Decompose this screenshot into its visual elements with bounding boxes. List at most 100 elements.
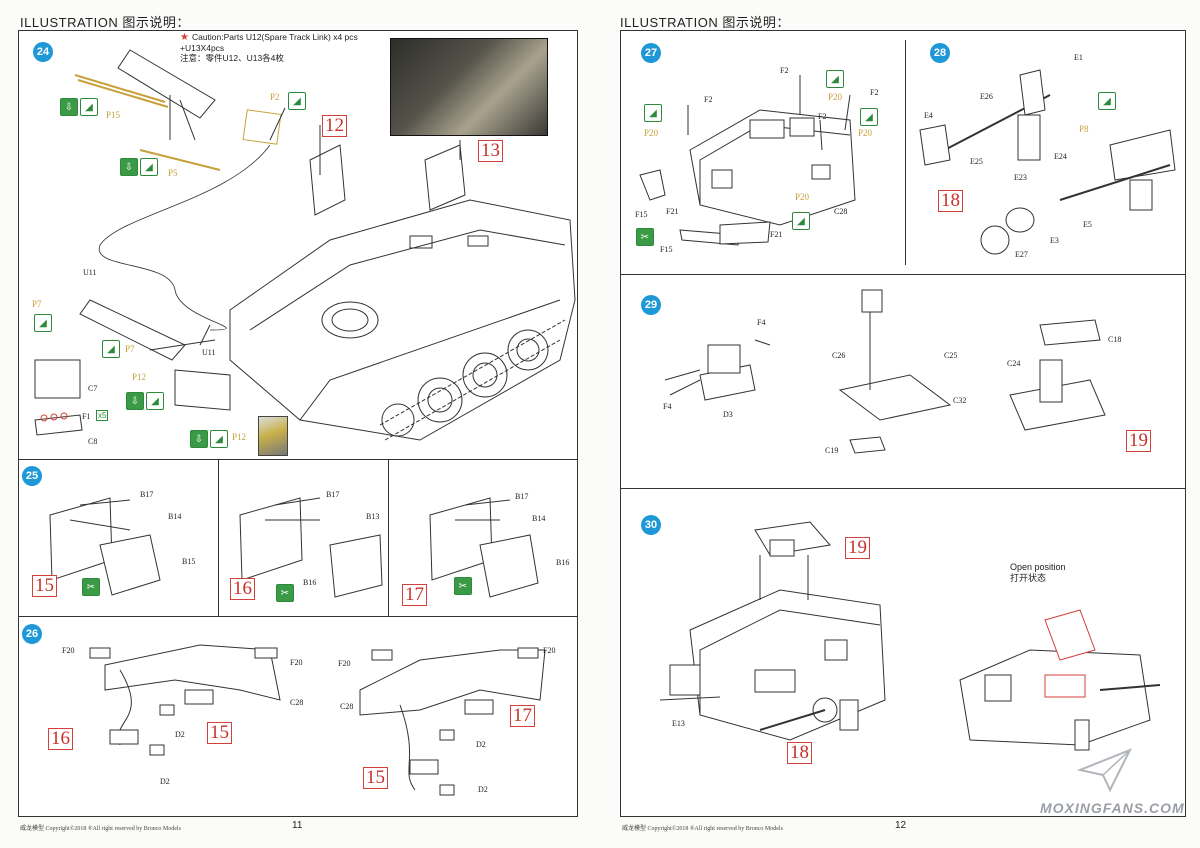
label-f20-l1: F20 <box>62 646 75 655</box>
label-c28-l: C28 <box>290 698 304 707</box>
label-p2: P2 <box>270 92 280 102</box>
label-d2-l2: D2 <box>160 777 170 786</box>
star-icon: ★ <box>180 32 189 43</box>
step-badge-29: 29 <box>641 295 661 315</box>
glue-icon: ◢ <box>1098 92 1116 110</box>
label-f20-r2: F20 <box>543 646 556 655</box>
caution-note: ★Caution:Parts U12(Spare Track Link) x4 … <box>180 32 358 63</box>
glue-icon: ◢ <box>288 92 306 110</box>
label-f1: F1 <box>82 412 91 421</box>
ref-box-15b: 15 <box>207 722 232 744</box>
label-c28-r: C28 <box>340 702 354 711</box>
label-f2-2: F2 <box>780 66 789 75</box>
label-c8: C8 <box>88 437 98 446</box>
step-27-28-panel <box>620 30 1186 275</box>
label-f4-2: F4 <box>663 402 672 411</box>
label-e26: E26 <box>980 92 993 101</box>
label-p7-a: P7 <box>32 299 42 309</box>
label-c24: C24 <box>1007 359 1021 368</box>
glue-icon: ◢ <box>860 108 878 126</box>
step-badge-28: 28 <box>930 43 950 63</box>
cement-icon: ⇩ <box>126 392 144 410</box>
label-b17-b: B17 <box>326 490 340 499</box>
caution-line-3: 注意：零件U12、U13各4枚 <box>180 53 284 63</box>
label-b13-b: B13 <box>366 512 380 521</box>
step-30-assembly <box>659 521 1161 751</box>
label-d2-r1: D2 <box>476 740 486 749</box>
cut-icon: ✂ <box>276 584 294 602</box>
ref-box-12: 12 <box>322 115 347 137</box>
label-f21-2: F21 <box>770 230 783 239</box>
reference-photo-track-links <box>390 38 548 136</box>
label-b15-a: B15 <box>182 557 196 566</box>
glue-icon: ◢ <box>140 158 158 176</box>
label-u11-a: U11 <box>83 268 97 277</box>
page-number-12: 12 <box>895 820 907 831</box>
label-f2-4: F2 <box>818 112 827 121</box>
label-p8: P8 <box>1079 124 1089 134</box>
label-b14-c: B14 <box>532 514 546 523</box>
ref-box-16: 16 <box>230 578 255 600</box>
step-25-divider-2 <box>388 460 389 617</box>
label-f2-3: F2 <box>870 88 879 97</box>
ref-box-15c: 15 <box>363 767 388 789</box>
glue-icon: ◢ <box>826 70 844 88</box>
label-p12-a: P12 <box>132 372 147 382</box>
cut-icon: ✂ <box>454 577 472 595</box>
illustration-title-left: ILLUSTRATION 图示说明： <box>20 15 190 30</box>
label-u11-b: U11 <box>202 348 216 357</box>
label-e23: E23 <box>1014 173 1027 182</box>
page-11: ILLUSTRATION 图示说明： <box>0 0 590 848</box>
track-links <box>79 49 216 361</box>
footer-copyright-right: 威龙模型 Copyright©2018 ®All right reserved … <box>622 826 783 832</box>
step-badge-24: 24 <box>33 42 53 62</box>
label-f21-1: F21 <box>666 207 679 216</box>
glue-icon: ◢ <box>80 98 98 116</box>
cement-icon: ⇩ <box>190 430 208 448</box>
paper-plane-logo <box>1076 748 1133 793</box>
watermark-text: MOXINGFANS.COM <box>1040 800 1185 816</box>
label-p20-4: P20 <box>795 192 810 202</box>
page-12: ILLUSTRATION 图示说明： <box>600 0 1200 848</box>
open-position-caption: Open position 打开状态 <box>1010 562 1066 584</box>
page-number-11: 11 <box>292 820 303 831</box>
step-badge-25: 25 <box>22 466 42 486</box>
ref-box-19: 19 <box>1126 430 1151 452</box>
label-e3: E3 <box>1050 236 1059 245</box>
quantity-x5: x5 <box>96 410 109 421</box>
ref-box-17b: 17 <box>510 705 535 727</box>
caution-line-2: +U13X4pcs <box>180 43 225 53</box>
ref-box-17: 17 <box>402 584 427 606</box>
reference-photo-bracket <box>258 416 288 456</box>
label-c18: C18 <box>1108 335 1122 344</box>
caution-line-1: Caution:Parts U12(Spare Track Link) x4 p… <box>191 32 358 42</box>
cement-icon: ⇩ <box>60 98 78 116</box>
step-badge-27: 27 <box>641 43 661 63</box>
step-27-turret <box>639 75 856 246</box>
label-p20-1: P20 <box>644 128 659 138</box>
label-e25: E25 <box>970 157 983 166</box>
ref-box-19b: 19 <box>845 537 870 559</box>
glue-icon: ◢ <box>210 430 228 448</box>
label-b16-b: B16 <box>303 578 317 587</box>
glue-icon: ◢ <box>146 392 164 410</box>
step-28-machine-gun <box>919 69 1176 255</box>
illustration-title-right: ILLUSTRATION 图示说明： <box>620 15 790 30</box>
label-p12-b: P12 <box>232 432 247 442</box>
label-b17-c: B17 <box>515 492 529 501</box>
step-badge-30: 30 <box>641 515 661 535</box>
cement-icon: ⇩ <box>120 158 138 176</box>
label-f20-r1: F20 <box>338 659 351 668</box>
glue-icon: ◢ <box>644 104 662 122</box>
label-e27: E27 <box>1015 250 1028 259</box>
label-d2-r2: D2 <box>478 785 488 794</box>
label-c28: C28 <box>834 207 848 216</box>
step-29-parts <box>664 289 1106 454</box>
label-p20-2: P20 <box>828 92 843 102</box>
label-e4: E4 <box>924 111 933 120</box>
step-29-panel <box>620 275 1186 489</box>
label-b14-a: B14 <box>168 512 182 521</box>
footer-copyright-left: 威龙模型 Copyright©2018 ®All right reserved … <box>20 826 181 832</box>
open-position-en: Open position <box>1010 562 1066 572</box>
